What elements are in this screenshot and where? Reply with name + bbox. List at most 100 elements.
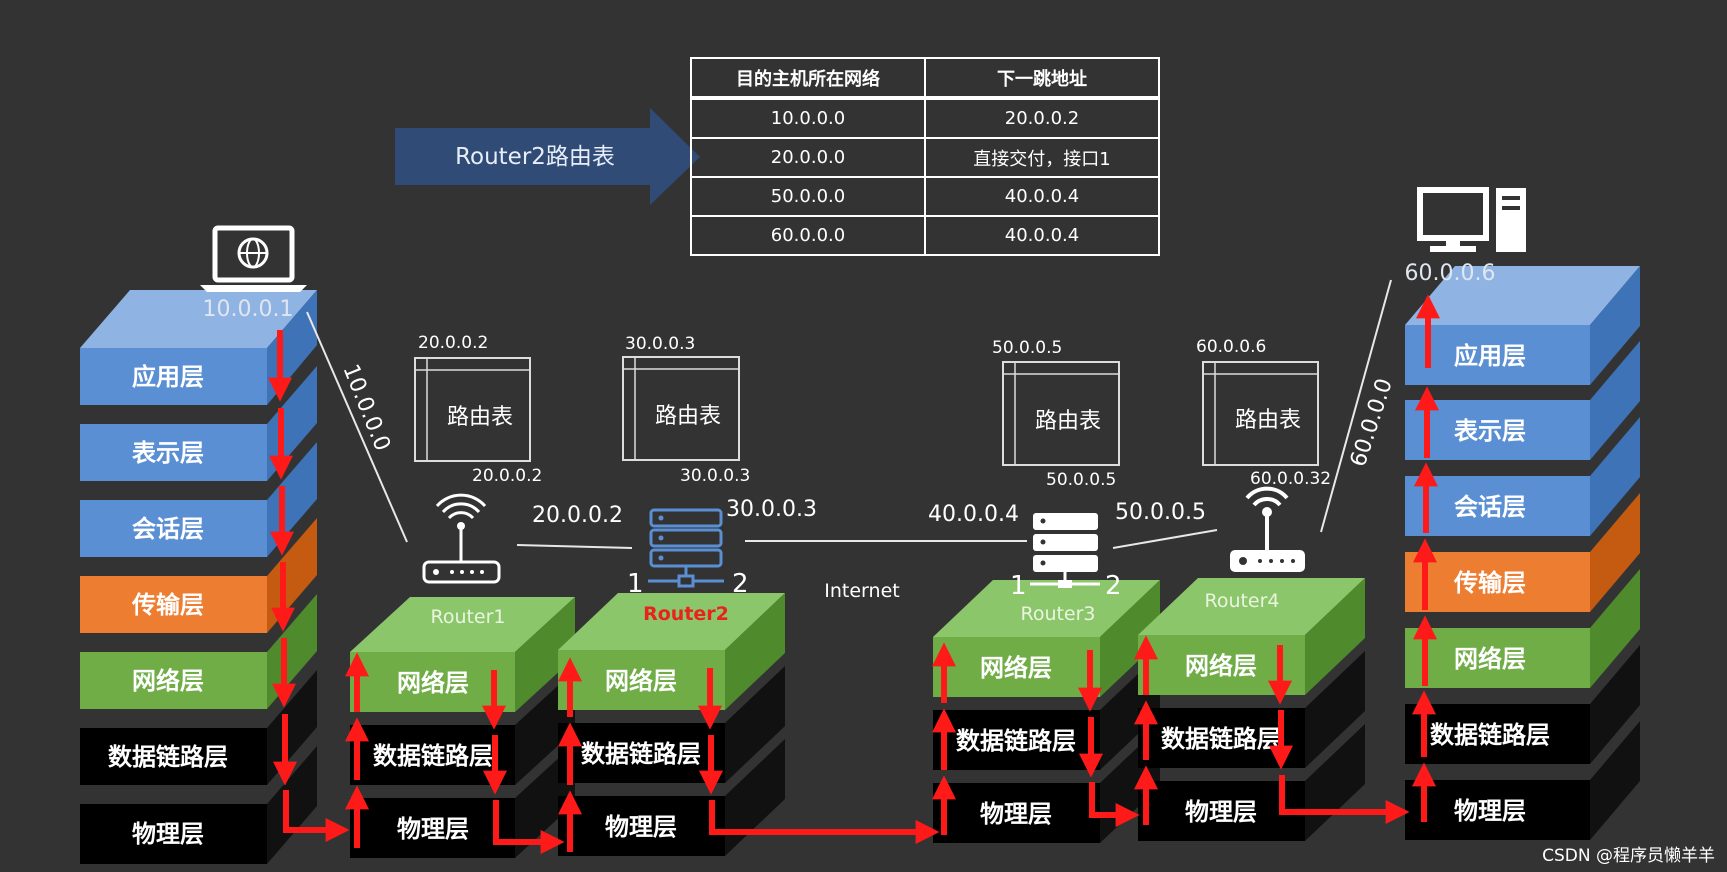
layer-transport: 传输层: [1405, 493, 1640, 612]
svg-text:物理层: 物理层: [1454, 797, 1526, 825]
router4-table-box: 60.0.0.6 路由表 60.0.0.32: [1196, 337, 1331, 489]
svg-text:数据链路层: 数据链路层: [1430, 721, 1550, 749]
layer-network: 网络层: [80, 594, 317, 709]
router1-stack: Router1 网络层 数据链路层 物理层: [350, 597, 575, 858]
column-header: 下一跳地址: [924, 57, 1160, 99]
svg-text:数据链路层: 数据链路层: [1161, 725, 1281, 753]
router2-table-box: 30.0.0.3 路由表 30.0.0.3: [622, 334, 750, 486]
table-cell: 50.0.0.0: [690, 176, 926, 217]
router3-table-box: 50.0.0.5 路由表 50.0.0.5: [992, 338, 1120, 490]
svg-text:应用层: 应用层: [132, 363, 204, 391]
layer-physical: 物理层: [80, 746, 317, 864]
svg-text:数据链路层: 数据链路层: [108, 743, 228, 771]
svg-text:物理层: 物理层: [132, 820, 204, 848]
router2-routing-table: 目的主机所在网络 下一跳地址 10.0.0.0 20.0.0.2 20.0.0.…: [690, 57, 1160, 256]
server-icon: [648, 508, 724, 588]
router3-port-ip: 40.0.0.4: [928, 502, 1019, 527]
svg-text:物理层: 物理层: [397, 815, 469, 843]
column-header: 目的主机所在网络: [690, 57, 926, 99]
router1-port-ip: 20.0.0.2: [532, 503, 623, 528]
dest-host-stack: 应用层 表示层 会话层 传输层 网络层 数据链路层: [1405, 266, 1640, 840]
svg-text:网络层: 网络层: [132, 667, 204, 695]
table-row: 50.0.0.0 40.0.0.4: [690, 176, 1160, 217]
source-host-stack: 应用层 表示层 会话层 传输层 网络层 数据链路层: [80, 290, 317, 864]
dest-ip: 60.0.0.6: [1405, 261, 1496, 286]
router2-port-ip: 30.0.0.3: [726, 497, 817, 522]
layer-physical: 物理层: [1405, 721, 1640, 840]
router4-name: Router4: [1204, 590, 1279, 612]
table-row: 60.0.0.0 40.0.0.4: [690, 215, 1160, 256]
svg-text:50.0.0.5: 50.0.0.5: [1046, 470, 1116, 490]
layer-presentation: 表示层: [80, 366, 317, 481]
svg-text:物理层: 物理层: [1185, 798, 1257, 826]
table-cell: 20.0.0.2: [924, 97, 1160, 139]
table-cell: 10.0.0.0: [690, 97, 926, 139]
router2-name: Router2: [643, 603, 729, 625]
svg-text:数据链路层: 数据链路层: [956, 727, 1076, 755]
svg-text:路由表: 路由表: [447, 405, 513, 430]
svg-text:会话层: 会话层: [1454, 493, 1526, 521]
right-network-label: 60.0.0.0: [1346, 376, 1398, 470]
svg-text:物理层: 物理层: [605, 813, 677, 841]
data-flow-arrows: [268, 294, 1440, 854]
svg-text:60.0.0.6: 60.0.0.6: [1196, 337, 1266, 357]
layer-session: 会话层: [1405, 417, 1640, 536]
svg-text:60.0.0.32: 60.0.0.32: [1250, 469, 1331, 489]
svg-text:网络层: 网络层: [397, 669, 469, 697]
router3-name: Router3: [1020, 603, 1095, 625]
layer-transport: 传输层: [80, 518, 317, 633]
svg-text:50.0.0.5: 50.0.0.5: [992, 338, 1062, 358]
table-row: 20.0.0.0 直接交付，接口1: [690, 137, 1160, 178]
layer-application: 应用层: [1405, 266, 1640, 385]
router1-name: Router1: [430, 606, 505, 628]
svg-text:30.0.0.3: 30.0.0.3: [680, 466, 750, 486]
wifi-router-icon: [422, 493, 501, 584]
svg-text:传输层: 传输层: [1453, 569, 1526, 597]
svg-text:网络层: 网络层: [1454, 645, 1526, 673]
table-cell: 20.0.0.0: [690, 137, 926, 178]
table-header-row: 目的主机所在网络 下一跳地址: [690, 57, 1160, 99]
svg-text:会话层: 会话层: [132, 515, 204, 543]
svg-text:30.0.0.3: 30.0.0.3: [625, 334, 695, 354]
router3-port1: 1: [1010, 571, 1027, 601]
svg-text:应用层: 应用层: [1454, 342, 1526, 370]
laptop-icon: [200, 225, 307, 292]
internet-label: Internet: [824, 580, 899, 602]
table-row: 10.0.0.0 20.0.0.2: [690, 97, 1160, 139]
route-table-title: Router2路由表: [455, 144, 615, 170]
table-cell: 40.0.0.4: [924, 215, 1160, 256]
svg-text:路由表: 路由表: [655, 404, 721, 429]
svg-text:表示层: 表示层: [1454, 417, 1526, 445]
svg-text:20.0.0.2: 20.0.0.2: [472, 466, 542, 486]
left-network-label: 10.0.0.0: [337, 361, 394, 455]
svg-text:网络层: 网络层: [1185, 652, 1257, 680]
layer-datalink: 数据链路层: [1405, 645, 1640, 764]
svg-text:网络层: 网络层: [605, 667, 677, 695]
desktop-pc-icon: [1417, 187, 1526, 252]
server-icon: [1030, 513, 1100, 588]
router4-port-ip: 50.0.0.5: [1115, 500, 1206, 525]
svg-text:传输层: 传输层: [131, 591, 204, 619]
svg-text:路由表: 路由表: [1235, 408, 1301, 433]
router3-stack: Router3 网络层 数据链路层 物理层: [933, 580, 1160, 843]
layer-application: 应用层: [80, 290, 317, 405]
router2-port1: 1: [627, 569, 644, 599]
source-ip: 10.0.0.1: [203, 297, 294, 322]
router2-stack: Router2 网络层 数据链路层 物理层: [558, 593, 785, 856]
svg-text:网络层: 网络层: [980, 654, 1052, 682]
router3-port2: 2: [1105, 571, 1122, 601]
router1-table-box: 20.0.0.2 路由表 20.0.0.2: [414, 333, 542, 486]
svg-text:20.0.0.2: 20.0.0.2: [418, 333, 488, 353]
layer-datalink: 数据链路层: [80, 670, 317, 785]
table-cell: 60.0.0.0: [690, 215, 926, 256]
wifi-router-icon: [1230, 486, 1305, 572]
svg-text:数据链路层: 数据链路层: [373, 742, 493, 770]
svg-text:表示层: 表示层: [132, 439, 204, 467]
router4-stack: Router4 网络层 数据链路层 物理层: [1138, 578, 1365, 841]
table-cell: 直接交付，接口1: [924, 137, 1160, 178]
table-cell: 40.0.0.4: [924, 176, 1160, 217]
router2-port2: 2: [732, 569, 749, 599]
link-lines: [306, 279, 1392, 549]
svg-text:路由表: 路由表: [1035, 409, 1101, 434]
